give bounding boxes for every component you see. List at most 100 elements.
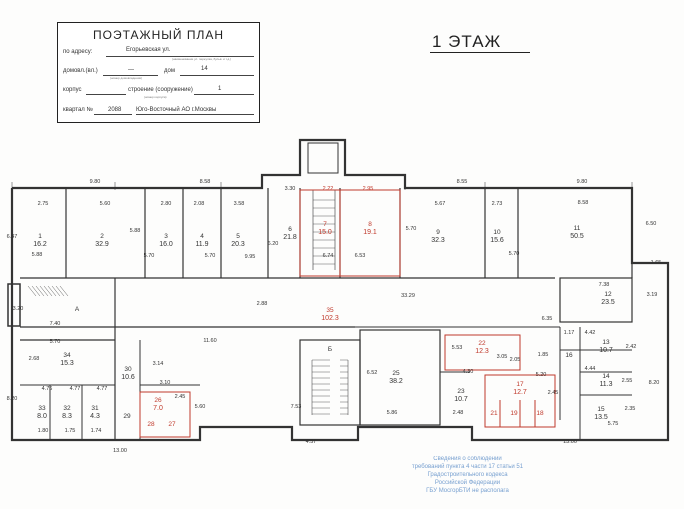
room-label: 35: [326, 307, 334, 314]
room-label: 32: [63, 405, 71, 412]
wall: [59, 285, 69, 297]
room-outline: [444, 334, 521, 371]
room-area: 12.7: [513, 389, 527, 396]
wall: [55, 285, 65, 297]
dimension-label: 5.70: [144, 253, 155, 259]
room-area: 10.7: [454, 396, 468, 403]
room-outline: [339, 189, 401, 277]
building-label: строение (сооружение): [128, 87, 193, 93]
dimension-label: 5.70: [509, 251, 520, 257]
dimension-label: 2.22: [323, 186, 334, 192]
room-area: 7.0: [153, 405, 163, 412]
room-area: 15.6: [490, 237, 504, 244]
room-label: 21: [490, 410, 498, 417]
korpus-sub: (номер корпуса): [144, 95, 167, 99]
wall: [31, 285, 41, 297]
note-line: Градостроительного кодекса: [427, 472, 508, 478]
dimension-label: 5.88: [130, 228, 141, 234]
room-label: 2: [100, 233, 104, 240]
room-area: 10.7: [599, 347, 613, 354]
room-area: 16.2: [33, 241, 47, 248]
room-label: 23: [457, 388, 465, 395]
house-value: —: [128, 67, 134, 73]
room-area: 20.3: [231, 241, 245, 248]
address-value: Егорьевская ул.: [126, 47, 171, 53]
dimension-label: 13.00: [113, 448, 127, 454]
address-label: по адресу:: [63, 49, 93, 55]
dimension-label: 7.38: [599, 282, 610, 288]
dimension-label: 2.35: [625, 406, 636, 412]
dimension-label: 8.55: [457, 179, 468, 185]
room-label: 3: [164, 233, 168, 240]
room-area: 21.8: [283, 234, 297, 241]
dimension-label: 1.74: [91, 428, 102, 434]
dimension-label: 8.20: [649, 380, 660, 386]
room-label: 31: [91, 405, 99, 412]
building-value: 1: [218, 86, 222, 92]
room-area: 4.3: [90, 413, 100, 420]
bti-note: Сведения о соблюдении требований пункта …: [400, 455, 535, 495]
quarter-value: 2088: [108, 107, 122, 113]
dimension-label: 1.80: [38, 428, 49, 434]
dimension-label: 3.20: [13, 306, 24, 312]
room-label: 28: [147, 421, 155, 428]
room-label: 34: [63, 352, 71, 359]
note-line: Российской Федерации: [434, 480, 501, 486]
room-label: 5: [236, 233, 240, 240]
room-outline: [139, 391, 191, 438]
room-label: 30: [124, 366, 132, 373]
dimension-label: 8.58: [578, 200, 589, 206]
dimension-label: 13.00: [563, 439, 577, 445]
room-area: 8.3: [62, 413, 72, 420]
room-label: 6: [288, 226, 292, 233]
dimension-label: 6.35: [542, 316, 553, 322]
room-label: 19: [510, 410, 518, 417]
room-label: 29: [123, 413, 131, 420]
room-area: 12.3: [475, 348, 489, 355]
room-area: 19.1: [363, 229, 377, 236]
room-label: 26: [154, 397, 162, 404]
wall: [39, 285, 49, 297]
dimension-label: 2.73: [492, 201, 503, 207]
floor-title-underline: [430, 52, 530, 53]
dimension-label: 5.75: [608, 421, 619, 427]
room-label: 11: [574, 225, 581, 232]
dimension-label: 6.47: [7, 234, 18, 240]
dimension-label: 4.42: [585, 330, 596, 336]
district-name: Юго-Восточный АО г.Москвы: [136, 107, 217, 113]
room-area: 102.3: [321, 315, 339, 322]
house-number-value: 14: [201, 66, 208, 72]
dimension-label: 5.53: [452, 345, 463, 351]
room-area: 50.5: [570, 233, 584, 240]
room-area: 8.0: [37, 413, 47, 420]
room-label: 12: [604, 291, 612, 298]
dimension-label: 5.20: [536, 372, 547, 378]
floor-title: 1 ЭТАЖ: [432, 32, 502, 51]
dimension-label: 5.67: [435, 201, 446, 207]
wall: [35, 285, 45, 297]
room-label: 14: [602, 373, 610, 380]
dimension-label: 33.29: [401, 293, 415, 299]
dimension-label: 9.80: [577, 179, 588, 185]
dimension-label: 2.88: [257, 301, 268, 307]
dimension-label: 9.80: [90, 179, 101, 185]
room-outline: [307, 142, 339, 174]
dimension-label: 9.95: [245, 254, 256, 260]
dimension-label: 2.48: [453, 410, 464, 416]
room-area: 15.3: [60, 360, 74, 367]
dimension-label: 1.17: [564, 330, 575, 336]
dimension-label: 4.44: [585, 366, 596, 372]
house-number-label: дом: [164, 68, 175, 74]
wall: [47, 285, 57, 297]
dimension-label: 6.52: [367, 370, 378, 376]
room-outline: [7, 283, 21, 327]
room-label: 25: [392, 370, 400, 377]
dimension-label: 6.53: [355, 253, 366, 259]
dimension-label: 7.40: [50, 321, 61, 327]
dimension-label: 3.19: [647, 292, 658, 298]
note-line: Сведения о соблюдении: [433, 456, 502, 462]
room-label: 17: [516, 381, 524, 388]
room-label: 18: [536, 410, 544, 417]
room-area: 38.2: [389, 378, 403, 385]
